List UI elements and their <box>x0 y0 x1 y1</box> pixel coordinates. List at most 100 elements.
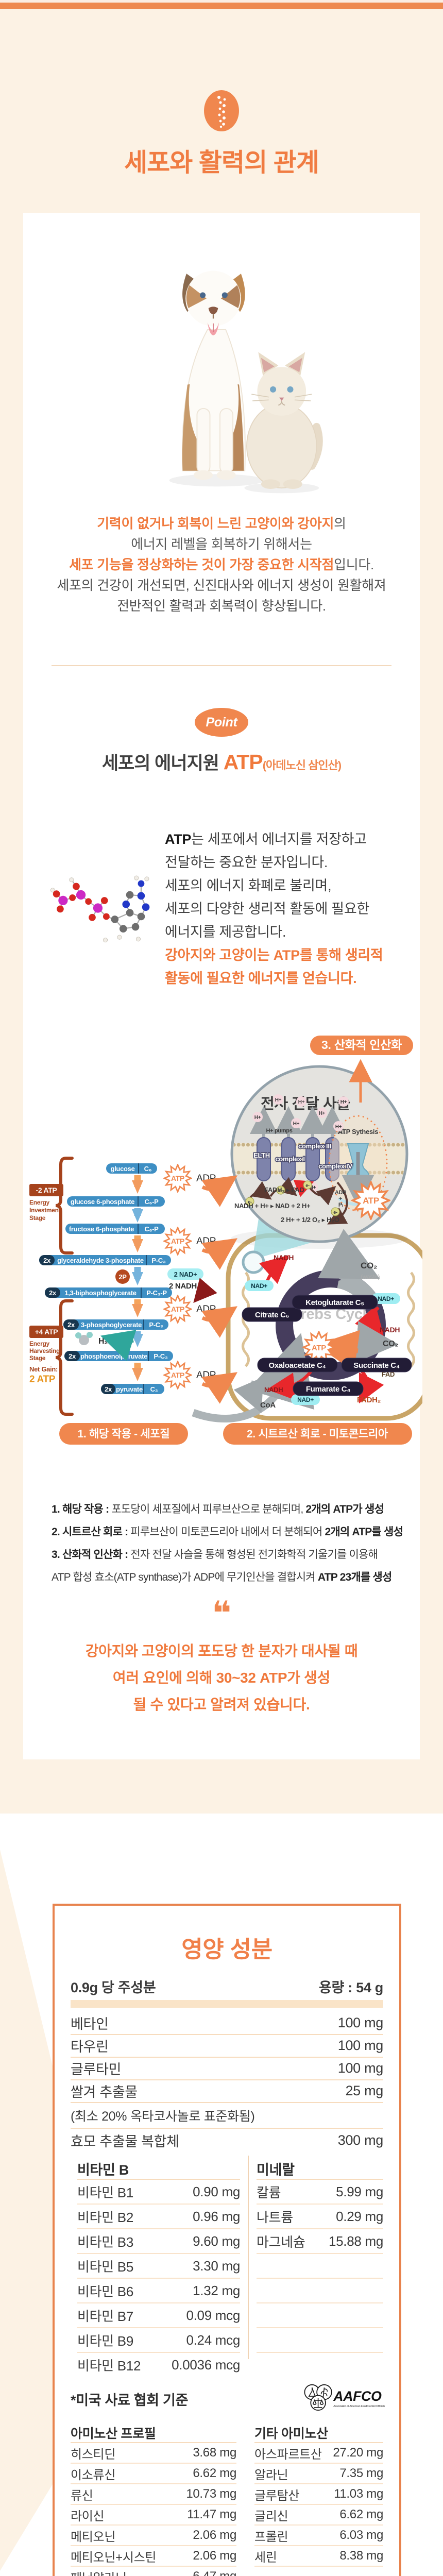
h2o-arrow <box>100 1330 137 1361</box>
svg-text:3-phosphoglycerate: 3-phosphoglycerate <box>81 1321 142 1329</box>
note-2-body: 피루브산이 미토콘드리아 내에서 더 분해되어 <box>128 1526 325 1538</box>
amino-value: 6.62 mg <box>193 2466 236 2480</box>
vit-name: 비타민 B9 <box>77 2333 133 2349</box>
min-name: 칼륨 <box>257 2184 281 2200</box>
column-divider <box>248 2156 249 2359</box>
krebs-pills: Citrate C₆ Ketoglutarate C₅ Succinate C₄… <box>242 1295 412 1396</box>
badge-citrate <box>223 1423 412 1445</box>
top-orange-bar <box>0 3 443 9</box>
nutrient-name: 글루타민 <box>71 2061 122 2077</box>
pill-f6p: fructose 6-phosphate C₆-P <box>65 1224 165 1234</box>
nadh-right: NADH <box>380 1326 400 1334</box>
svg-text:Oxaloacetate C₄: Oxaloacetate C₄ <box>268 1361 326 1370</box>
vit-name: 비타민 B3 <box>77 2234 133 2250</box>
svg-text:ATP: ATP <box>171 1371 184 1379</box>
coa-branch-arrow <box>233 1377 264 1413</box>
svg-text:e-: e- <box>305 1183 310 1188</box>
atp-step: ATP ADP <box>163 1227 238 1270</box>
krebs-cycle: Krebs Cycle CoA CO₂ (waste) NADH NAD+ NA… <box>192 1229 412 1423</box>
svg-text:+4 ATP: +4 ATP <box>35 1328 58 1336</box>
note-1: 1. 해당 작용 : 포도당이 세포질에서 피루브산으로 분해되며, 2개의 A… <box>52 1501 384 1516</box>
svg-text:ADP: ADP <box>196 1236 216 1247</box>
amino-name: 세린 <box>254 2550 277 2565</box>
amino-name: 페닐알라닌 <box>71 2568 127 2576</box>
badge-glycolysis <box>59 1423 188 1445</box>
oxygen-reaction: 2 H+ + 1/2 O₂ ▸ H₂O <box>281 1216 339 1224</box>
svg-text:ADP: ADP <box>196 1370 216 1381</box>
electron: e- <box>276 1185 285 1195</box>
svg-text:H+: H+ <box>298 1099 305 1105</box>
amino-value: 11.47 mg <box>187 2507 236 2521</box>
citrate-pill: Citrate C₆ <box>242 1307 302 1322</box>
svg-text:ADP: ADP <box>196 1173 216 1184</box>
amino-row: 페닐알라닌6.47 mg <box>71 2567 236 2576</box>
intro-tail-3: 입니다. <box>334 557 374 572</box>
h-ion: H+ <box>252 1112 263 1122</box>
section-title: 세포의 에너지원 ATP(아데노신 삼인산) <box>23 749 420 775</box>
atp-line-7: 활동에 필요한 에너지를 얻습니다. <box>165 971 357 986</box>
nutrient-name: 베타인 <box>71 2016 109 2032</box>
svg-text:NAD+: NAD+ <box>251 1282 267 1290</box>
vit-value: 0.24 mcg <box>186 2332 240 2348</box>
pill-pep: 2x phosphoenolpyruvate P-C₃ <box>64 1351 173 1361</box>
h-ion: H+ <box>273 1094 283 1105</box>
h-ion: H+ <box>317 1108 327 1118</box>
note-2-head: 2. 시트르산 회로 : <box>52 1526 128 1538</box>
fadh2-label: FADH₂ <box>357 1396 381 1404</box>
svg-text:1,3-biphosphoglycerate: 1,3-biphosphoglycerate <box>64 1289 136 1297</box>
amino-name: 글루탐산 <box>254 2488 300 2503</box>
complex3-label: complex III <box>298 1142 331 1150</box>
divider-band <box>71 2000 383 2008</box>
svg-text:Energy: Energy <box>29 1340 50 1347</box>
co2-waste: CO₂ <box>361 1261 377 1270</box>
electron-transport-chain: 전자 전달 사슬 <box>230 1065 408 1243</box>
badge-oxidative <box>310 1036 413 1055</box>
mineral-header: 미네랄 <box>257 2158 383 2180</box>
amino-profile-header: 아미노산 프로필 <box>71 2424 236 2443</box>
svg-text:2P: 2P <box>118 1273 127 1281</box>
svg-text:fructose 6-phosphate: fructose 6-phosphate <box>69 1225 134 1233</box>
oxaloacetate-pill: Oxaloacetate C₄ <box>257 1358 338 1372</box>
2p-circle <box>115 1269 130 1284</box>
svg-text:2x: 2x <box>43 1257 51 1264</box>
pill-3pg: 2x 3-phosphoglycerate P-C₃ <box>63 1319 168 1330</box>
intro-tail-1: 의 <box>334 516 346 531</box>
vitamin-header: 비타민 B <box>77 2158 240 2180</box>
mineral-row-empty <box>257 2328 383 2353</box>
amino-name: 히스티딘 <box>71 2447 116 2462</box>
h-ion: H+ <box>291 1118 301 1128</box>
mineral-row-empty <box>257 2303 383 2328</box>
atp-line-6: 강아지와 고양이는 ATP를 통해 생리적 <box>165 947 383 963</box>
atp-line-3: 세포의 에너지 화폐로 불리며, <box>165 878 332 893</box>
membrane-zoom-circle <box>242 1250 265 1274</box>
amino-value: 3.68 mg <box>193 2446 236 2460</box>
svg-text:2x: 2x <box>105 1385 112 1393</box>
vit-value: 0.0036 mcg <box>172 2357 240 2372</box>
fadh-reaction: FADH₂ ▸ FAD <box>264 1186 304 1194</box>
standardization-note: (최소 20% 옥타코사놀로 표준화됨) <box>71 2103 383 2129</box>
vit-name: 비타민 B5 <box>77 2259 133 2275</box>
nad-pill-topleft: NAD+ <box>245 1280 274 1291</box>
note-1-body: 포도당이 세포질에서 피루브산으로 분해되며, <box>109 1503 306 1515</box>
badge-oxidative-label: 3. 산화적 인산화 <box>321 1038 402 1052</box>
aafco-note: *미국 사료 협회 기준 <box>71 2393 189 2408</box>
atp-step: ATP ADP <box>163 1164 238 1207</box>
svg-text:Pᵢ: Pᵢ <box>338 1202 343 1208</box>
top-strip <box>0 0 443 3</box>
badge-glycolysis-label: 1. 해당 작용 - 세포질 <box>78 1428 170 1440</box>
svg-text:Fumarate C₄: Fumarate C₄ <box>306 1385 351 1394</box>
svg-text:ATP: ATP <box>312 1344 326 1352</box>
amino-name: 류신 <box>71 2488 93 2503</box>
svg-text:e-: e- <box>248 1199 252 1205</box>
svg-text:Ketoglutarate C₅: Ketoglutarate C₅ <box>305 1298 364 1307</box>
